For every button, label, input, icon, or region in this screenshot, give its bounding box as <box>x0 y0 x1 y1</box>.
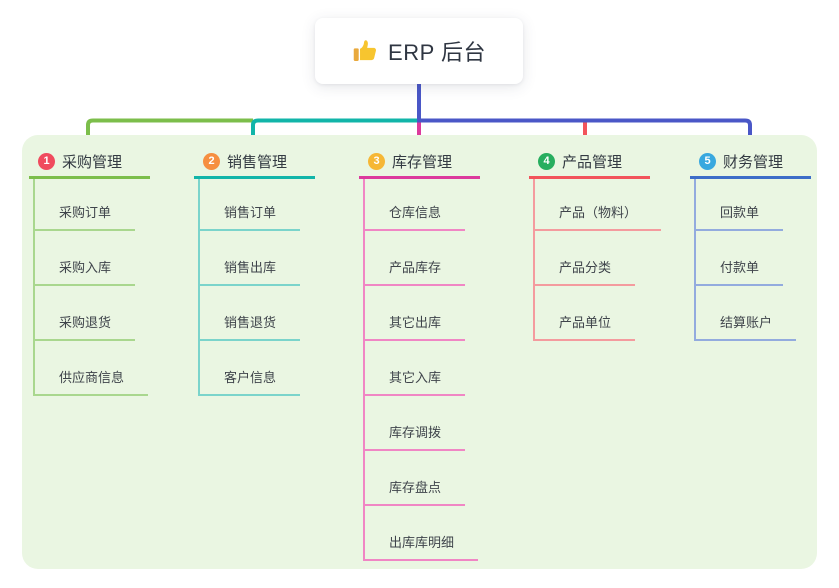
mindmap-item-node[interactable]: 结算账户 <box>696 286 811 341</box>
mindmap-item-node[interactable]: 库存调拨 <box>365 396 480 451</box>
mindmap-item-node[interactable]: 付款单 <box>696 231 811 286</box>
mindmap-item-node[interactable]: 销售出库 <box>200 231 315 286</box>
mindmap-item-node[interactable]: 销售退货 <box>200 286 315 341</box>
mindmap-item-label: 仓库信息 <box>365 202 466 231</box>
mindmap-item-node[interactable]: 产品分类 <box>535 231 661 286</box>
mindmap-item-label: 产品单位 <box>535 312 636 341</box>
branch-number-badge: 3 <box>368 152 385 170</box>
mindmap-item-node[interactable]: 采购订单 <box>35 179 150 231</box>
branch-1: 1 采购管理 采购订单 采购入库 采购退货 供应商信息 <box>29 146 150 396</box>
mindmap-item-node[interactable]: 出库库明细 <box>365 506 480 561</box>
mindmap-item-node[interactable]: 回款单 <box>696 179 811 231</box>
mindmap-item-label: 产品（物料） <box>535 202 662 231</box>
mindmap-item-node[interactable]: 其它出库 <box>365 286 480 341</box>
mindmap-item-node[interactable]: 采购退货 <box>35 286 150 341</box>
mindmap-item-label: 产品库存 <box>365 257 466 286</box>
mindmap-item-node[interactable]: 其它入库 <box>365 341 480 396</box>
mindmap-item-label: 销售订单 <box>200 202 301 231</box>
branch-label: 库存管理 <box>392 153 453 171</box>
thumbs-up-icon <box>353 40 377 61</box>
branch-node[interactable]: 3 库存管理 <box>359 146 480 179</box>
mindmap-item-node[interactable]: 仓库信息 <box>365 179 480 231</box>
branch-number-badge: 2 <box>203 152 220 170</box>
branch-3: 3 库存管理 仓库信息 产品库存 其它出库 其它入库 库存调拨 库存盘点 出库库… <box>359 146 480 561</box>
mindmap-item-node[interactable]: 客户信息 <box>200 341 315 396</box>
branch-4: 4 产品管理 产品（物料） 产品分类 产品单位 <box>529 146 662 341</box>
mindmap-item-label: 付款单 <box>696 257 784 286</box>
branches-panel <box>22 135 817 569</box>
branch-node[interactable]: 1 采购管理 <box>29 146 150 179</box>
mindmap-item-label: 其它入库 <box>365 367 466 396</box>
branch-label: 采购管理 <box>62 153 123 171</box>
branch-item-list: 采购订单 采购入库 采购退货 供应商信息 <box>33 179 150 396</box>
mindmap-item-node[interactable]: 库存盘点 <box>365 451 480 506</box>
branch-label: 财务管理 <box>723 153 784 171</box>
branch-label: 销售管理 <box>227 153 288 171</box>
mindmap-item-label: 销售出库 <box>200 257 301 286</box>
branch-item-list: 产品（物料） 产品分类 产品单位 <box>533 179 662 341</box>
mindmap-item-label: 出库库明细 <box>365 532 479 561</box>
mindmap-item-label: 供应商信息 <box>35 367 149 396</box>
branch-node[interactable]: 5 财务管理 <box>690 146 811 179</box>
branch-5: 5 财务管理 回款单 付款单 结算账户 <box>690 146 811 341</box>
root-node[interactable]: ERP 后台 <box>315 18 523 84</box>
mindmap-item-label: 采购退货 <box>35 312 136 341</box>
mindmap-item-label: 回款单 <box>696 202 784 231</box>
mindmap-item-label: 产品分类 <box>535 257 636 286</box>
branch-item-list: 仓库信息 产品库存 其它出库 其它入库 库存调拨 库存盘点 出库库明细 <box>363 179 480 561</box>
mindmap-item-node[interactable]: 产品（物料） <box>535 179 662 231</box>
branch-label: 产品管理 <box>562 153 623 171</box>
mindmap-item-node[interactable]: 销售订单 <box>200 179 315 231</box>
branch-item-list: 回款单 付款单 结算账户 <box>694 179 811 341</box>
mindmap-item-label: 结算账户 <box>696 312 797 341</box>
root-title: ERP 后台 <box>388 40 486 65</box>
branch-node[interactable]: 4 产品管理 <box>529 146 650 179</box>
branch-number-badge: 4 <box>538 152 555 170</box>
branch-item-list: 销售订单 销售出库 销售退货 客户信息 <box>198 179 315 396</box>
mindmap-item-label: 其它出库 <box>365 312 466 341</box>
mindmap-item-label: 库存调拨 <box>365 422 466 451</box>
branch-2: 2 销售管理 销售订单 销售出库 销售退货 客户信息 <box>194 146 315 396</box>
mindmap-item-label: 库存盘点 <box>365 477 466 506</box>
mindmap-item-node[interactable]: 产品库存 <box>365 231 480 286</box>
mindmap-item-label: 采购订单 <box>35 202 136 231</box>
mindmap-item-node[interactable]: 采购入库 <box>35 231 150 286</box>
mindmap-item-node[interactable]: 产品单位 <box>535 286 661 341</box>
mindmap-item-node[interactable]: 供应商信息 <box>35 341 150 396</box>
branch-number-badge: 1 <box>38 152 55 170</box>
mindmap-item-label: 客户信息 <box>200 367 301 396</box>
mindmap-item-label: 采购入库 <box>35 257 136 286</box>
branch-node[interactable]: 2 销售管理 <box>194 146 315 179</box>
branch-number-badge: 5 <box>699 152 716 170</box>
mindmap-item-label: 销售退货 <box>200 312 301 341</box>
